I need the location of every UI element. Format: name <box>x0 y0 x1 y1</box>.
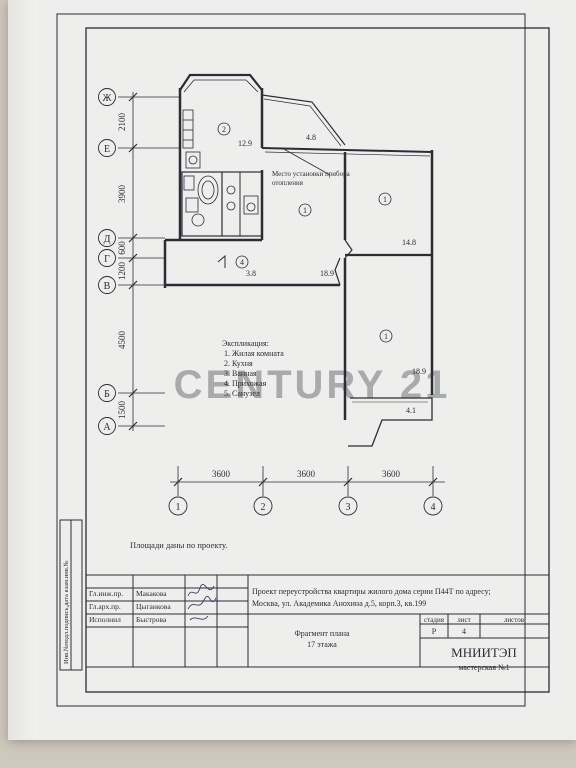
legend-item-3: 3. Ванная <box>224 369 257 378</box>
area-loggia-top: 4.8 <box>306 133 316 142</box>
legend-title: Экспликация: <box>222 339 269 348</box>
legend-item-1: 1. Жилая комната <box>224 349 284 358</box>
axis-label-v: В <box>104 281 111 292</box>
project-line-2: Москва, ул. Академика Анохина д.5, корп.… <box>252 599 426 608</box>
side-stamp-text: Инв.№подл.подпись,дата взам.инв.№ <box>63 560 70 664</box>
signer-name-1: Макакова <box>136 589 167 598</box>
axis-label-d: Д <box>104 234 111 245</box>
axis-label-1: 1 <box>176 502 181 513</box>
sheet-value: 4 <box>462 627 466 636</box>
area-hall-small: 3.8 <box>246 269 256 278</box>
stage-value: Р <box>432 627 437 636</box>
org-sub: мастерская №1 <box>458 663 509 672</box>
outer-frame <box>56 13 526 707</box>
area-kitchen: 12.9 <box>238 139 252 148</box>
room-number-living: 1 <box>303 206 307 215</box>
walls <box>163 73 434 447</box>
area-hall-main: 18.9 <box>320 269 334 278</box>
signer-name-3: Быстрова <box>136 615 167 624</box>
dim-2100: 2100 <box>117 113 127 132</box>
room-number-kitchen: 2 <box>222 125 226 134</box>
axis-label-e: Е <box>104 144 110 155</box>
watermark: CENTURY 21 <box>174 363 451 407</box>
signatures <box>187 583 217 621</box>
axis-label-a: А <box>103 422 111 433</box>
drawing-title-1: Фрагмент плана <box>294 629 350 638</box>
signer-name-2: Цыганкова <box>136 602 171 611</box>
dim-3900: 3900 <box>117 185 127 204</box>
drawing-frame <box>85 27 550 693</box>
header-sheets: листов <box>504 616 525 624</box>
dim-600: 600 <box>117 241 127 255</box>
signer-role-1: Гл.инж.пр. <box>89 589 123 598</box>
header-stage: стадия <box>424 616 445 624</box>
legend-item-5: 5. Санузел <box>224 389 260 398</box>
title-block <box>59 519 550 671</box>
area-room-bottom: 18.9 <box>412 367 426 376</box>
axis-label-3: 3 <box>346 502 351 513</box>
dim-bottom-3: 3600 <box>382 469 401 479</box>
drawing-title-2: 17 этажа <box>307 640 337 649</box>
signer-role-2: Гл.арх.пр. <box>89 602 121 611</box>
dim-1200: 1200 <box>117 262 127 281</box>
room-number-bedroom: 1 <box>383 195 387 204</box>
heater-note: Место установки прибора отопления <box>272 170 350 187</box>
axis-label-4: 4 <box>431 502 436 513</box>
dim-bottom-2: 3600 <box>297 469 316 479</box>
document-sheet <box>8 0 576 740</box>
area-loggia-bottom: 4.1 <box>406 406 416 415</box>
kitchen-fixtures <box>182 109 259 227</box>
axis-label-g: Г <box>104 254 110 265</box>
project-line-1: Проект переустройства квартиры жилого до… <box>252 587 491 596</box>
org-name: МНИИТЭП <box>451 645 517 660</box>
header-sheet: лист <box>457 616 470 624</box>
room-number-hall: 4 <box>240 258 244 267</box>
areas-note: Площади даны по проекту. <box>130 540 227 550</box>
signer-role-3: Исполнил <box>89 615 121 624</box>
dim-bottom-1: 3600 <box>212 469 231 479</box>
dim-1500: 1500 <box>117 401 127 420</box>
area-bedroom: 14.8 <box>402 238 416 247</box>
axis-lines <box>118 92 180 431</box>
binding-margin <box>8 0 38 740</box>
axis-label-2: 2 <box>261 502 266 513</box>
dim-4500: 4500 <box>117 331 127 350</box>
axis-label-zh: Ж <box>103 93 112 104</box>
legend-item-2: 2. Кухня <box>224 359 253 368</box>
room-number-room-bottom: 1 <box>384 332 388 341</box>
legend-item-4: 4. Прихожая <box>224 379 267 388</box>
axis-label-b: Б <box>104 389 110 400</box>
